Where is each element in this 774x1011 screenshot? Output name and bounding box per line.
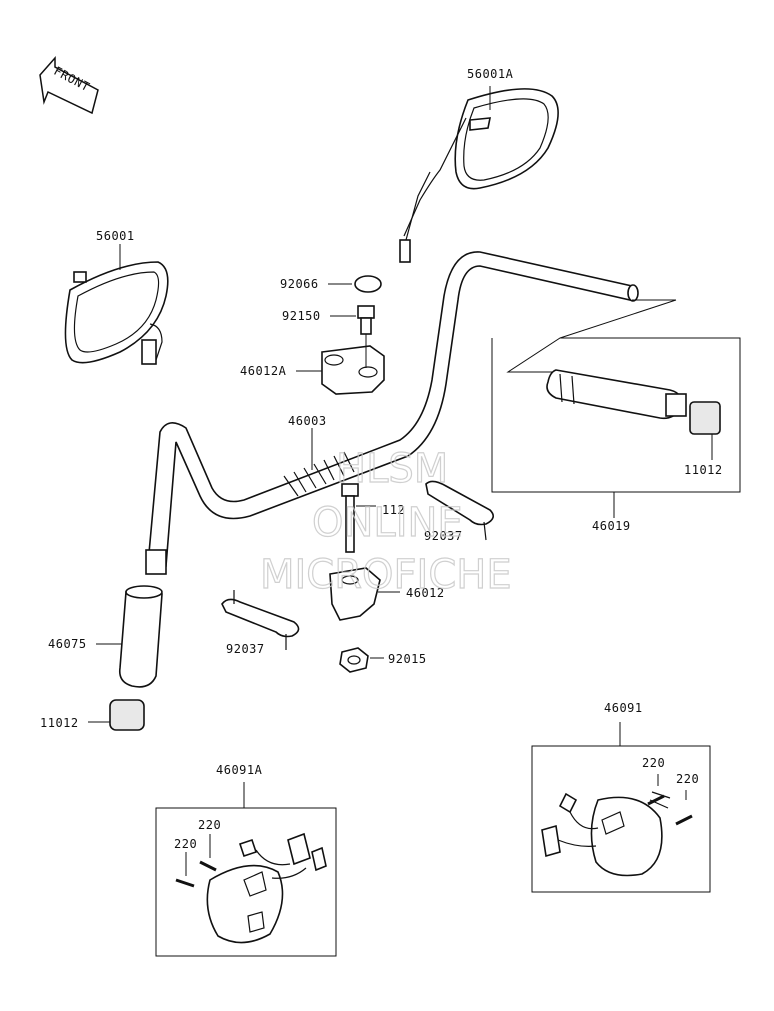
holder-upper (321, 334, 385, 395)
callout-screw-left-b: 220 (174, 837, 197, 851)
callout-cap: 92066 (280, 277, 319, 291)
switch-left (155, 782, 337, 957)
callout-grip-left: 46075 (48, 637, 87, 651)
bolt-top (357, 305, 375, 335)
callout-bolt-112: 112 (382, 503, 405, 517)
callout-holder-lower: 46012 (406, 586, 445, 600)
bolt-112 (341, 483, 359, 553)
callout-screw-right-a: 220 (642, 756, 665, 770)
mirror-right (399, 86, 559, 263)
callout-holder-upper: 46012A (240, 364, 287, 378)
callout-screw-right-b: 220 (676, 772, 699, 786)
callout-plate-right: 92037 (424, 529, 463, 543)
mirror-left (64, 244, 169, 365)
grip-set-box (491, 299, 741, 518)
holder-lower (329, 567, 400, 621)
plate-right (425, 480, 494, 541)
handlebar (145, 251, 639, 575)
callout-grip-set: 46019 (592, 519, 631, 533)
watermark-line1: HLSM (336, 446, 448, 492)
callout-mirror-right: 56001A (467, 67, 514, 81)
callout-mirror-left: 56001 (96, 229, 135, 243)
watermark: HLSM ONLINE MICROFICHE (259, 445, 512, 598)
callout-bolt-top: 92150 (282, 309, 321, 323)
plate-left (221, 590, 300, 650)
switch-right (531, 722, 711, 893)
cap-part (354, 275, 382, 293)
callout-switch-left: 46091A (216, 763, 263, 777)
grip-left (118, 585, 163, 688)
callout-end-weight-left: 11012 (40, 716, 79, 730)
callout-handlebar: 46003 (288, 414, 327, 428)
nut-part (339, 647, 369, 673)
front-arrow-icon: FRONT (39, 56, 99, 115)
end-weight-left (109, 699, 145, 731)
callout-nut: 92015 (388, 652, 427, 666)
callout-end-weight-right: 11012 (684, 463, 723, 477)
callout-plate-left: 92037 (226, 642, 265, 656)
callout-switch-right: 46091 (604, 701, 643, 715)
watermark-line2: ONLINE (312, 500, 463, 546)
callout-screw-left-a: 220 (198, 818, 221, 832)
watermark-line3: MICROFICHE (260, 552, 512, 598)
